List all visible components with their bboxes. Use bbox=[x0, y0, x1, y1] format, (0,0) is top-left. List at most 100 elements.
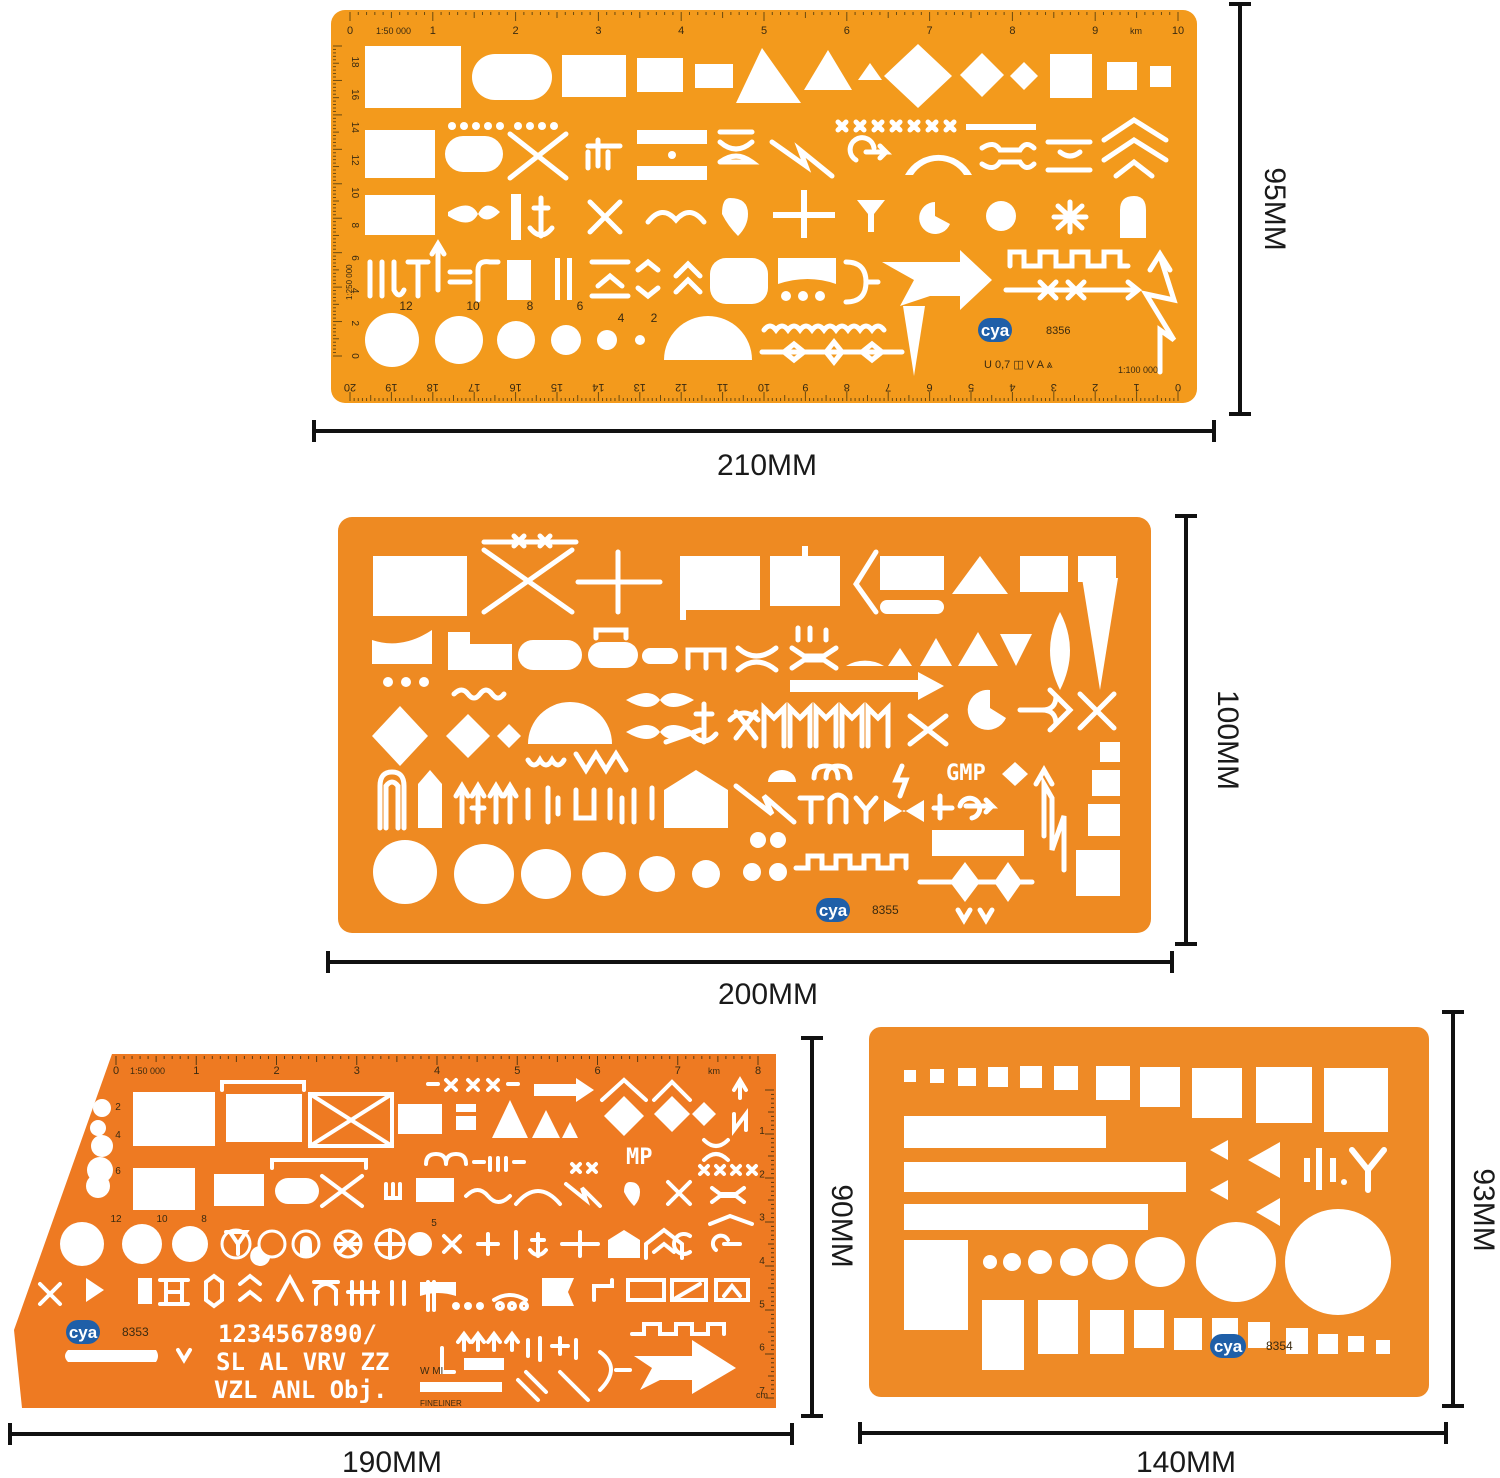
diamond-cutout bbox=[1002, 762, 1028, 786]
circle-cutout bbox=[1003, 1253, 1021, 1271]
circle-cutout bbox=[172, 1226, 208, 1262]
model-number: 8356 bbox=[1046, 325, 1070, 337]
circle-cutout bbox=[408, 1232, 432, 1256]
pointed-cutout bbox=[418, 770, 442, 828]
dot-outline-cutout bbox=[507, 1301, 517, 1311]
square-cutout bbox=[1192, 1068, 1242, 1118]
rectangle-cutout bbox=[932, 830, 1024, 856]
arrows-cutout bbox=[453, 781, 519, 825]
dimension-lines-8356 bbox=[312, 2, 1251, 442]
bracket-cutout bbox=[270, 1158, 368, 1170]
scale-number: 8 bbox=[844, 381, 850, 393]
dot-cutout bbox=[401, 677, 411, 687]
circle-row bbox=[373, 840, 720, 904]
square-wave-cutout bbox=[793, 853, 909, 871]
scale-number: 10 bbox=[1172, 25, 1184, 37]
rectangle-cutout bbox=[562, 55, 626, 97]
triangle-cutout bbox=[920, 638, 952, 666]
width-label: 210MM bbox=[717, 449, 817, 482]
c-shape-cutout bbox=[672, 1232, 692, 1256]
dot-cutout bbox=[526, 122, 534, 130]
rotate-arrow-cutout bbox=[708, 1213, 754, 1252]
pacman-cutout bbox=[919, 202, 950, 234]
scale-number: 15 bbox=[551, 381, 563, 393]
height-label: 93MM bbox=[1467, 1168, 1500, 1251]
scale-number: 10 bbox=[758, 381, 770, 393]
oval-cutout bbox=[588, 642, 638, 668]
h-shape-cutout bbox=[158, 1278, 190, 1306]
circle-cutout bbox=[551, 325, 581, 355]
scale-top-label: 1:50 000 bbox=[376, 26, 411, 36]
rectangle-row bbox=[982, 1300, 1390, 1370]
scale-number: 1 bbox=[759, 1126, 765, 1137]
ruler bbox=[333, 12, 1179, 401]
square-cutout bbox=[1088, 804, 1120, 836]
cone-cutout bbox=[903, 306, 925, 376]
oval-cutout bbox=[445, 136, 503, 172]
rectangle-cutout bbox=[226, 1094, 302, 1142]
rectangle-cutout bbox=[133, 1092, 215, 1146]
plus-cutout bbox=[575, 549, 663, 615]
arrow-fork-cutout bbox=[1017, 687, 1074, 733]
bracket-cutout bbox=[220, 1080, 306, 1092]
dot-cutout bbox=[750, 832, 766, 848]
flag-cutout bbox=[86, 1278, 104, 1302]
square-cutout bbox=[988, 1067, 1008, 1087]
cross-cutout bbox=[666, 1180, 692, 1206]
brand-logo: cya bbox=[69, 1323, 98, 1342]
stencil-8355: GMP cya 8355 bbox=[338, 517, 1151, 933]
x-row-cutout bbox=[835, 119, 957, 133]
scale-number: 6 bbox=[844, 25, 850, 37]
bars-cutout bbox=[526, 1336, 578, 1362]
scale-number: 4 bbox=[1009, 381, 1015, 393]
rectangle-cutout bbox=[1020, 556, 1068, 592]
circle-cutout bbox=[91, 1135, 113, 1157]
banner-cutout bbox=[372, 630, 432, 664]
chevrons-cutout bbox=[644, 1227, 684, 1260]
scale-number: 1 bbox=[1134, 381, 1140, 393]
scale-number: 19 bbox=[385, 381, 397, 393]
square-cutout bbox=[930, 1069, 944, 1083]
rectangle-cutout bbox=[138, 1278, 152, 1304]
brand-logo: cya bbox=[1214, 1337, 1243, 1356]
model-number: 8354 bbox=[1266, 1339, 1293, 1353]
scale-number: 12 bbox=[675, 381, 687, 393]
circle-size-label: 5 bbox=[431, 1218, 437, 1229]
diamond-line-cutout bbox=[759, 337, 905, 367]
dot-outline-cutout bbox=[519, 1301, 529, 1311]
wave-cutout bbox=[645, 210, 707, 225]
long-bar-cutout bbox=[904, 1116, 1106, 1148]
wave-cutout bbox=[451, 687, 507, 701]
rectangle-cutout bbox=[365, 195, 435, 235]
circle-cutout bbox=[692, 860, 720, 888]
cross-cutout bbox=[442, 1234, 462, 1254]
height-label: 100MM bbox=[1211, 690, 1244, 790]
arrow-cross-cutout bbox=[1003, 279, 1143, 301]
dot-cutout bbox=[668, 151, 676, 159]
unit-side-label: cm bbox=[756, 1390, 768, 1400]
pill-cutout bbox=[65, 1350, 158, 1362]
brand-logo: cya bbox=[819, 901, 848, 920]
arches-cutout bbox=[811, 763, 853, 781]
circle-cutout bbox=[1092, 1244, 1128, 1280]
x-row-cutout bbox=[698, 1164, 758, 1176]
circle-cutout bbox=[373, 840, 437, 904]
step-cutout bbox=[448, 632, 512, 670]
anchor-cutout bbox=[528, 1232, 548, 1258]
bar-cutout bbox=[420, 1382, 502, 1392]
cutouts bbox=[372, 546, 1120, 904]
scale-number: 20 bbox=[344, 381, 356, 393]
rectangle-cutout bbox=[1090, 1310, 1124, 1354]
oval-cutout bbox=[518, 640, 582, 670]
scale-number: 4 bbox=[434, 1065, 440, 1077]
scale-number: 2 bbox=[1092, 381, 1098, 393]
scale-number: 11 bbox=[717, 381, 728, 393]
scale-number: 0 bbox=[347, 25, 353, 37]
unit-label: km bbox=[708, 1066, 720, 1076]
rectangle-cutout bbox=[637, 58, 683, 92]
scale-number: 5 bbox=[968, 381, 974, 393]
bars-cutout bbox=[472, 1156, 526, 1172]
